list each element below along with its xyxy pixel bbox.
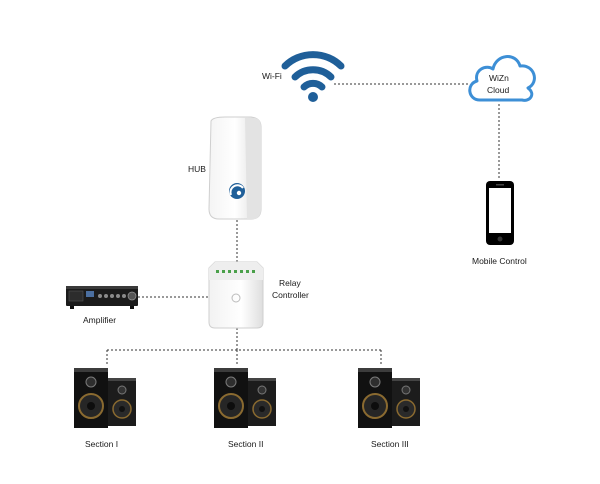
section3-label: Section III — [371, 439, 409, 449]
cloud-label-line2: Cloud — [487, 85, 510, 95]
relay-label-line2: Controller — [272, 290, 309, 300]
cloud-label-line1: WiZn — [489, 73, 509, 83]
wifi-label: Wi-Fi — [262, 71, 282, 81]
hub-device-icon — [208, 116, 262, 220]
relay-label-line1: Relay — [279, 278, 301, 288]
speaker-pair-icon — [214, 368, 276, 428]
section2-label: Section II — [228, 439, 264, 449]
wifi-icon — [281, 51, 345, 102]
mobile-label: Mobile Control — [472, 256, 527, 266]
hub-label: HUB — [188, 164, 206, 174]
section1-label: Section I — [85, 439, 119, 449]
speaker-pair-icon — [74, 368, 136, 428]
relay-controller-icon — [208, 261, 264, 329]
cloud-icon — [468, 55, 536, 102]
amplifier-icon — [66, 286, 138, 309]
amplifier-label: Amplifier — [83, 315, 117, 325]
smartphone-icon — [486, 181, 514, 245]
speaker-pair-icon — [358, 368, 420, 428]
